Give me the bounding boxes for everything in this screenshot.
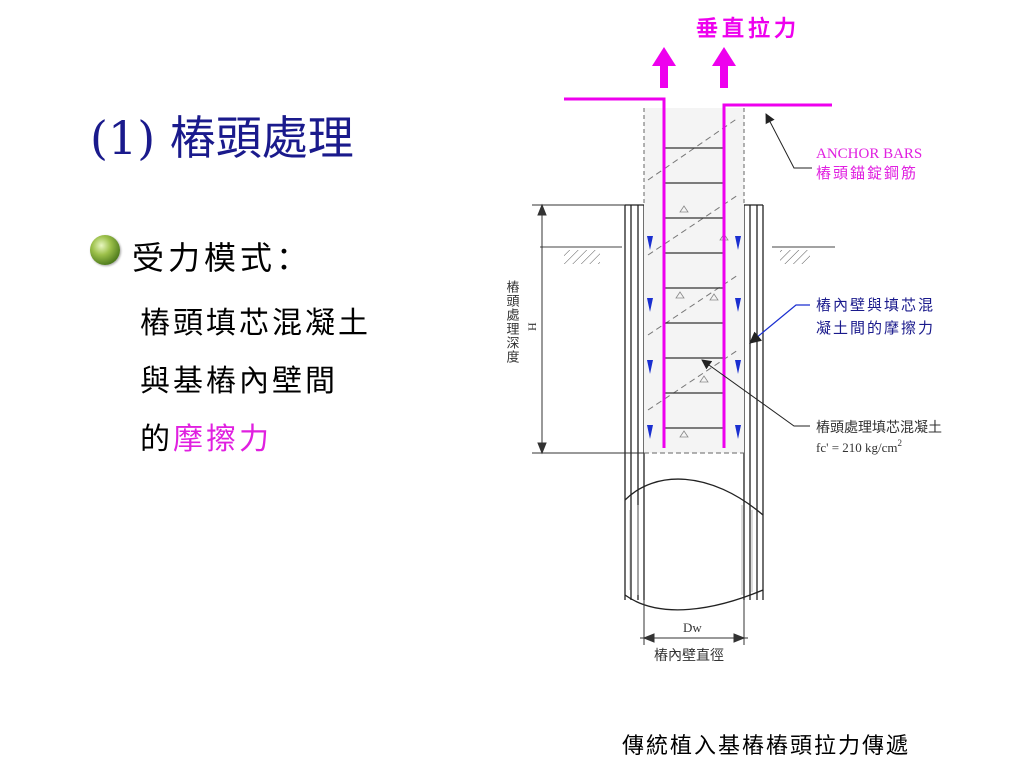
diameter-symbol: Dw <box>683 620 702 635</box>
concrete-callout <box>701 359 810 427</box>
pile-break-line <box>624 478 764 611</box>
concrete-strength: fc' = 210 kg/cm2 <box>816 438 902 455</box>
pile-head-diagram: 垂直拉力 <box>505 16 943 664</box>
friction-callout <box>749 304 810 344</box>
bullet-heading: 受力模式： <box>132 239 313 277</box>
pile-wall-right <box>743 204 764 600</box>
body-line-3-prefix: 的 <box>140 422 173 457</box>
body-line-3: 的摩擦力 <box>140 414 272 458</box>
pile-break-shading <box>629 505 753 595</box>
slide-title: (1) 樁頭處理 <box>90 111 354 165</box>
ground-left <box>540 246 622 264</box>
vertical-tension-label: 垂直拉力 <box>696 16 800 41</box>
concrete-core-outline <box>643 108 745 454</box>
body-line-2: 與基樁內壁間 <box>140 364 338 399</box>
anchor-callout <box>765 113 812 169</box>
friction-label-1: 樁內壁與填芯混 <box>816 297 935 314</box>
concrete-strength-sup: 2 <box>898 438 903 448</box>
depth-dimension <box>532 203 644 455</box>
tension-arrow-right <box>712 47 736 88</box>
diameter-label: 樁內壁直徑 <box>654 647 724 664</box>
body-line-1: 樁頭填芯混凝土 <box>140 306 371 341</box>
anchor-bars <box>564 97 832 448</box>
friction-arrows <box>647 236 741 439</box>
anchor-label-en: ANCHOR BARS <box>816 146 922 162</box>
aggregate-marks <box>675 205 729 438</box>
friction-label-2: 凝土間的摩擦力 <box>816 319 935 337</box>
friction-highlight: 摩擦力 <box>173 422 272 457</box>
depth-label: 樁頭處理深度 <box>505 280 520 364</box>
figure-caption: 傳統植入基樁樁頭拉力傳遞 <box>622 734 911 759</box>
depth-symbol: H <box>525 322 539 331</box>
tension-arrow-left <box>652 47 676 88</box>
concrete-core <box>644 108 744 453</box>
stirrups <box>664 147 724 429</box>
concrete-label: 樁頭處理填芯混凝土 <box>816 419 942 436</box>
ground-right <box>772 246 835 264</box>
diameter-dimension <box>640 600 748 645</box>
anchor-label-zh: 樁頭錨錠鋼筋 <box>816 165 918 182</box>
bullet-icon <box>90 235 120 265</box>
pile-wall-left <box>624 204 645 600</box>
concrete-strength-value: fc' = 210 kg/cm <box>816 440 898 455</box>
